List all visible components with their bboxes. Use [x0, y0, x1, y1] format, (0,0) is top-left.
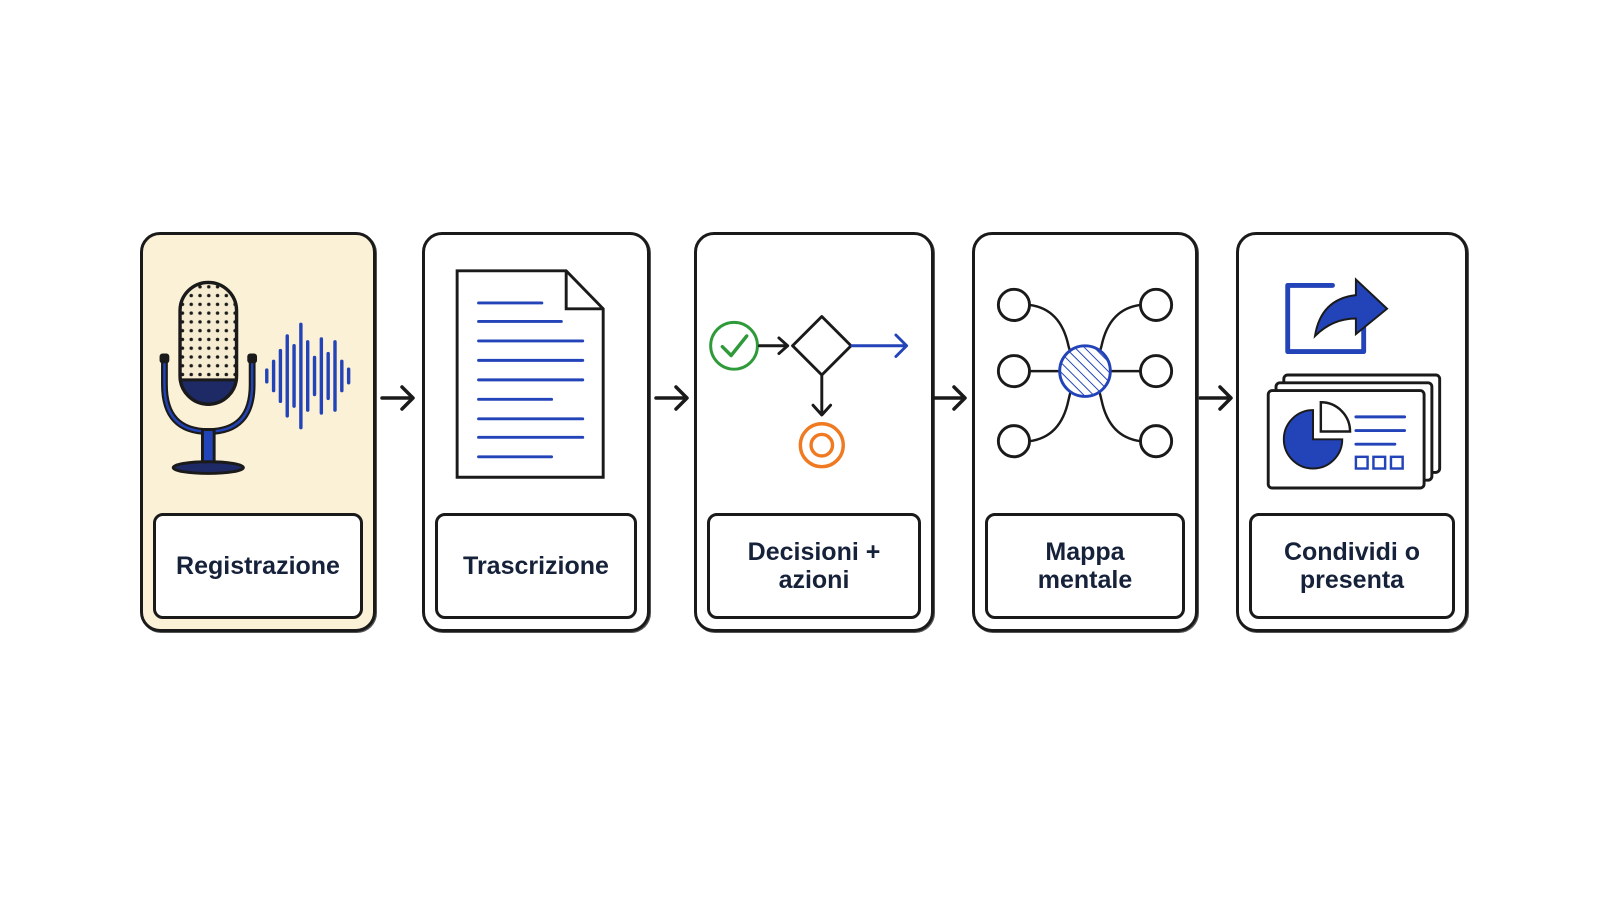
soundwave-icon: [265, 322, 351, 430]
step-decisions: Decisioni + azioni: [694, 232, 934, 632]
step-mind-map: Mappa mentale: [972, 232, 1198, 632]
microphone-soundwave-icon: [159, 280, 351, 475]
share-icon: [1285, 277, 1389, 355]
checkmark-icon: [709, 320, 759, 371]
step-label: Decisioni + azioni: [747, 538, 881, 594]
step-label-box: Registrazione: [153, 513, 363, 619]
step-transcription: Trascrizione: [422, 232, 650, 632]
step-recording: Registrazione: [140, 232, 376, 632]
step-label-box: Condividi o presenta: [1249, 513, 1455, 619]
step-label: Trascrizione: [463, 552, 609, 580]
mind-map-icon: [996, 287, 1174, 459]
share-presentation-icon: [1266, 277, 1442, 490]
step-label-box: Trascrizione: [435, 513, 637, 619]
pie-chart-icon: [1282, 401, 1352, 470]
step-share-present: Condividi o presenta: [1236, 232, 1468, 632]
step-label: Mappa mentale: [1037, 538, 1133, 594]
presentation-icon: [1266, 373, 1442, 490]
target-icon: [798, 422, 845, 469]
document-icon: [455, 269, 605, 479]
step-label: Condividi o presenta: [1283, 538, 1421, 594]
step-label: Registrazione: [176, 552, 340, 580]
arrow-right-icon: [932, 385, 967, 411]
step-label-box: Decisioni + azioni: [707, 513, 921, 619]
arrow-right-icon: [1198, 385, 1233, 411]
decision-flow-icon: [709, 315, 909, 469]
arrow-right-icon: [654, 385, 689, 411]
decision-diamond-icon: [791, 315, 853, 377]
step-label-box: Mappa mentale: [985, 513, 1185, 619]
arrow-right-icon: [380, 385, 415, 411]
